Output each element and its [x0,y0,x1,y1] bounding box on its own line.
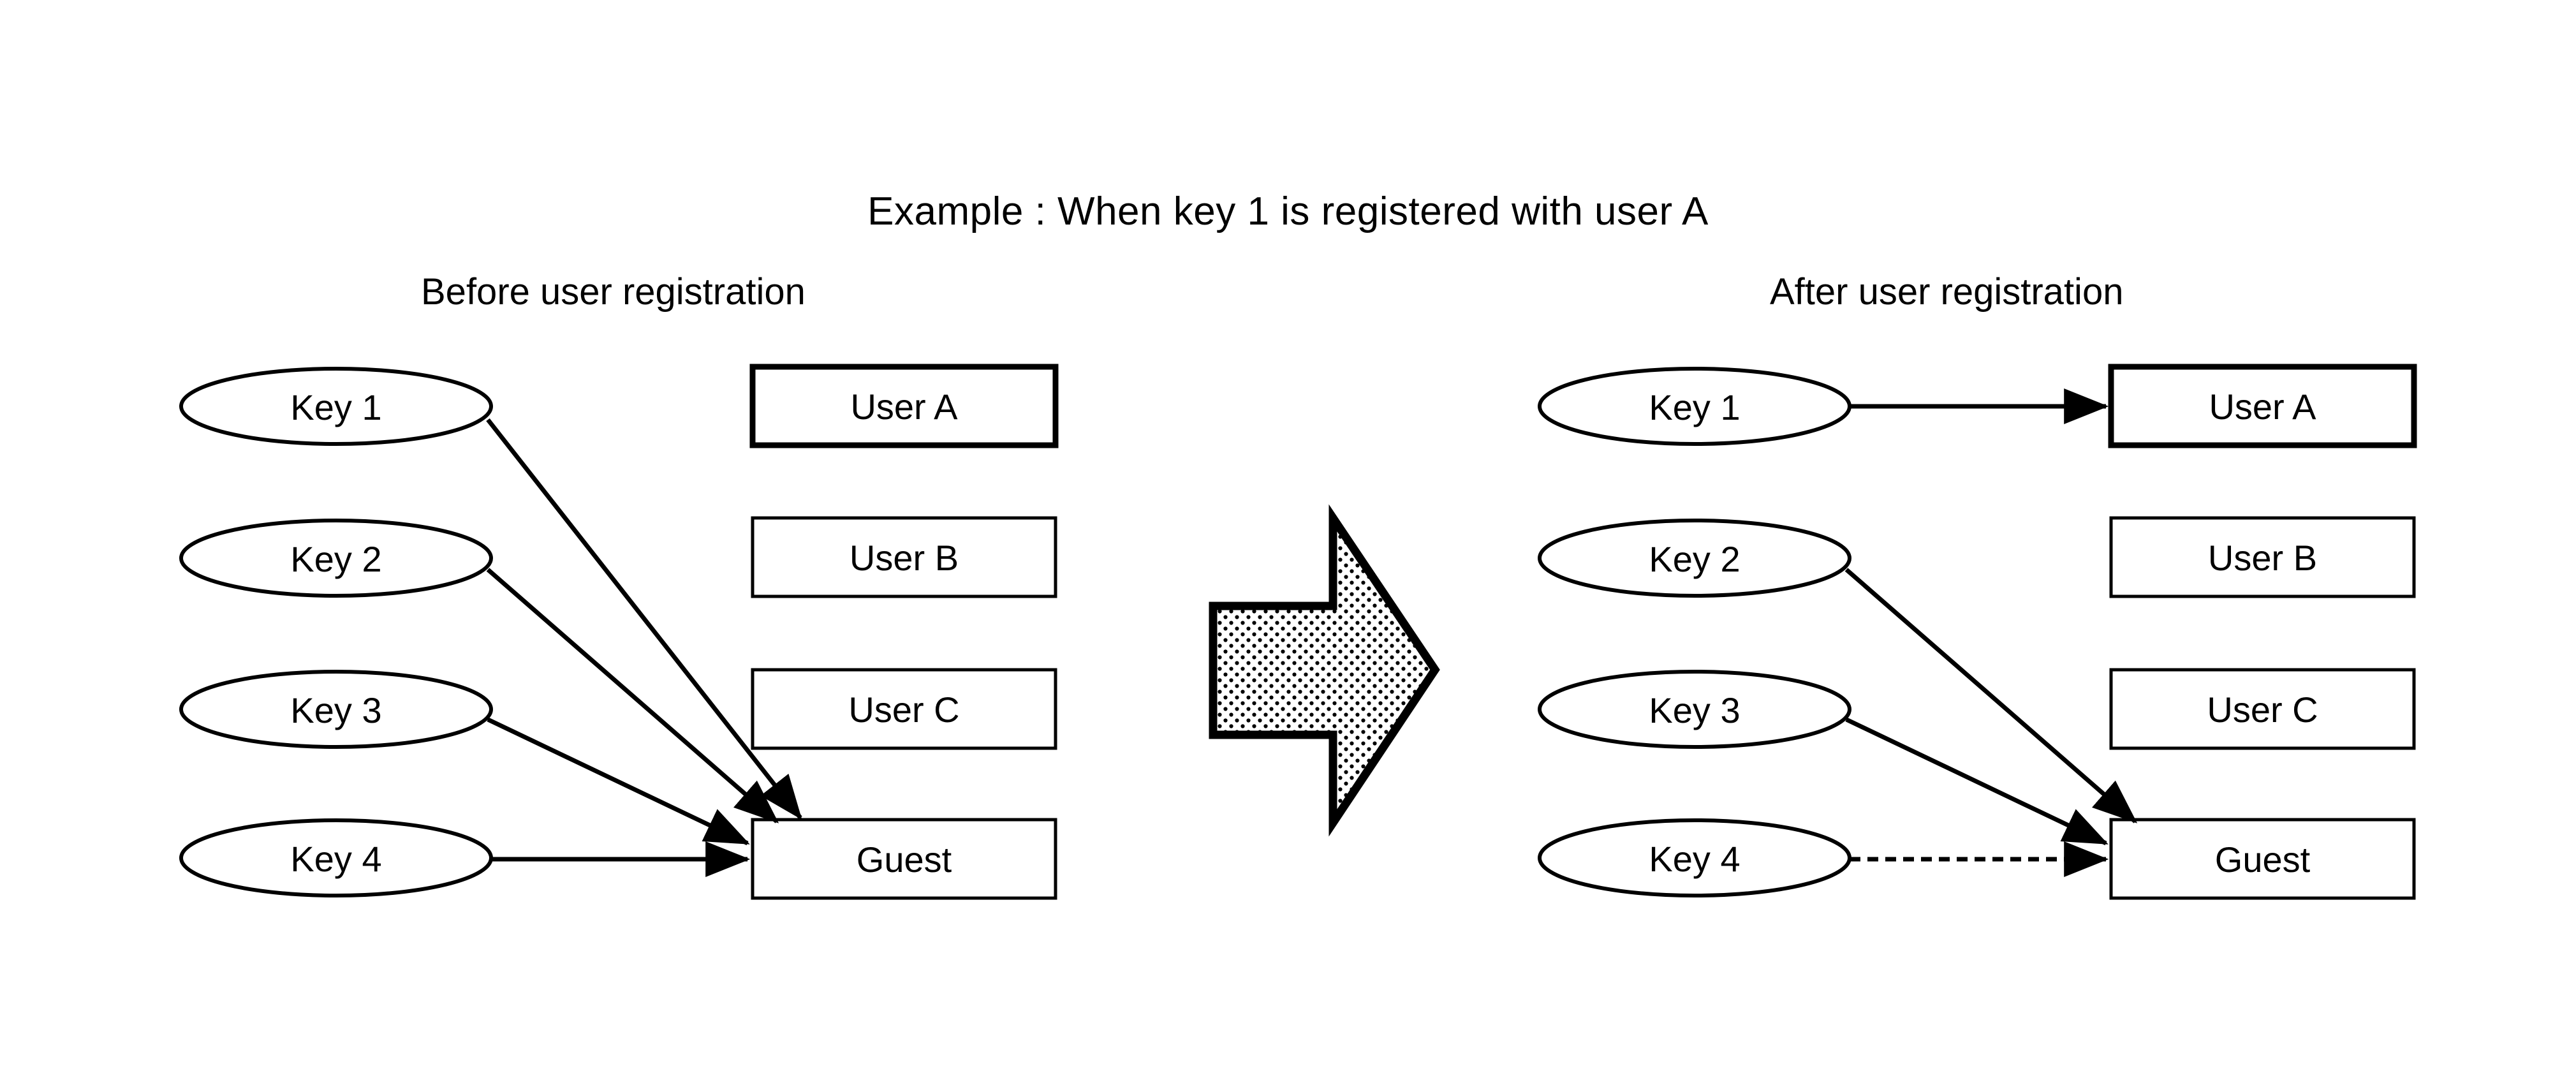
before-key-shapes [179,367,493,897]
key-ellipse-3[interactable] [179,670,493,749]
user-box-a-after[interactable] [2108,364,2417,448]
user-box-a[interactable] [749,364,1059,448]
key-ellipse-2-after[interactable] [1538,519,1851,598]
user-box-b-after[interactable] [2109,516,2416,598]
page-title: Example : When key 1 is registered with … [867,189,1709,233]
user-box-c[interactable] [751,668,1057,750]
before-links [486,418,802,877]
user-box-b[interactable] [751,516,1057,598]
before-user-shapes [749,364,1059,900]
user-box-c-after[interactable] [2109,668,2416,750]
key-ellipse-1-after[interactable] [1538,367,1851,446]
key-ellipse-4[interactable] [179,818,493,897]
after-links [1844,388,2138,877]
panel-heading-after: After user registration [1770,271,2124,313]
link-key2-guest-after [1844,568,2138,823]
key-ellipse-2[interactable] [179,519,493,598]
key-ellipse-4-after[interactable] [1538,818,1851,897]
after-user-shapes [2108,364,2417,900]
key-ellipse-1[interactable] [179,367,493,446]
link-key2-guest [486,568,779,823]
link-key1-guest [486,418,802,820]
after-key-shapes [1538,367,1851,897]
key-ellipse-3-after[interactable] [1538,670,1851,749]
link-key3-guest [487,717,750,846]
link-key3-guest-after [1845,717,2109,846]
panel-heading-before: Before user registration [421,271,806,313]
guest-box[interactable] [751,818,1057,900]
block-arrow-right-icon [1209,504,1440,837]
guest-box-after[interactable] [2109,818,2416,900]
